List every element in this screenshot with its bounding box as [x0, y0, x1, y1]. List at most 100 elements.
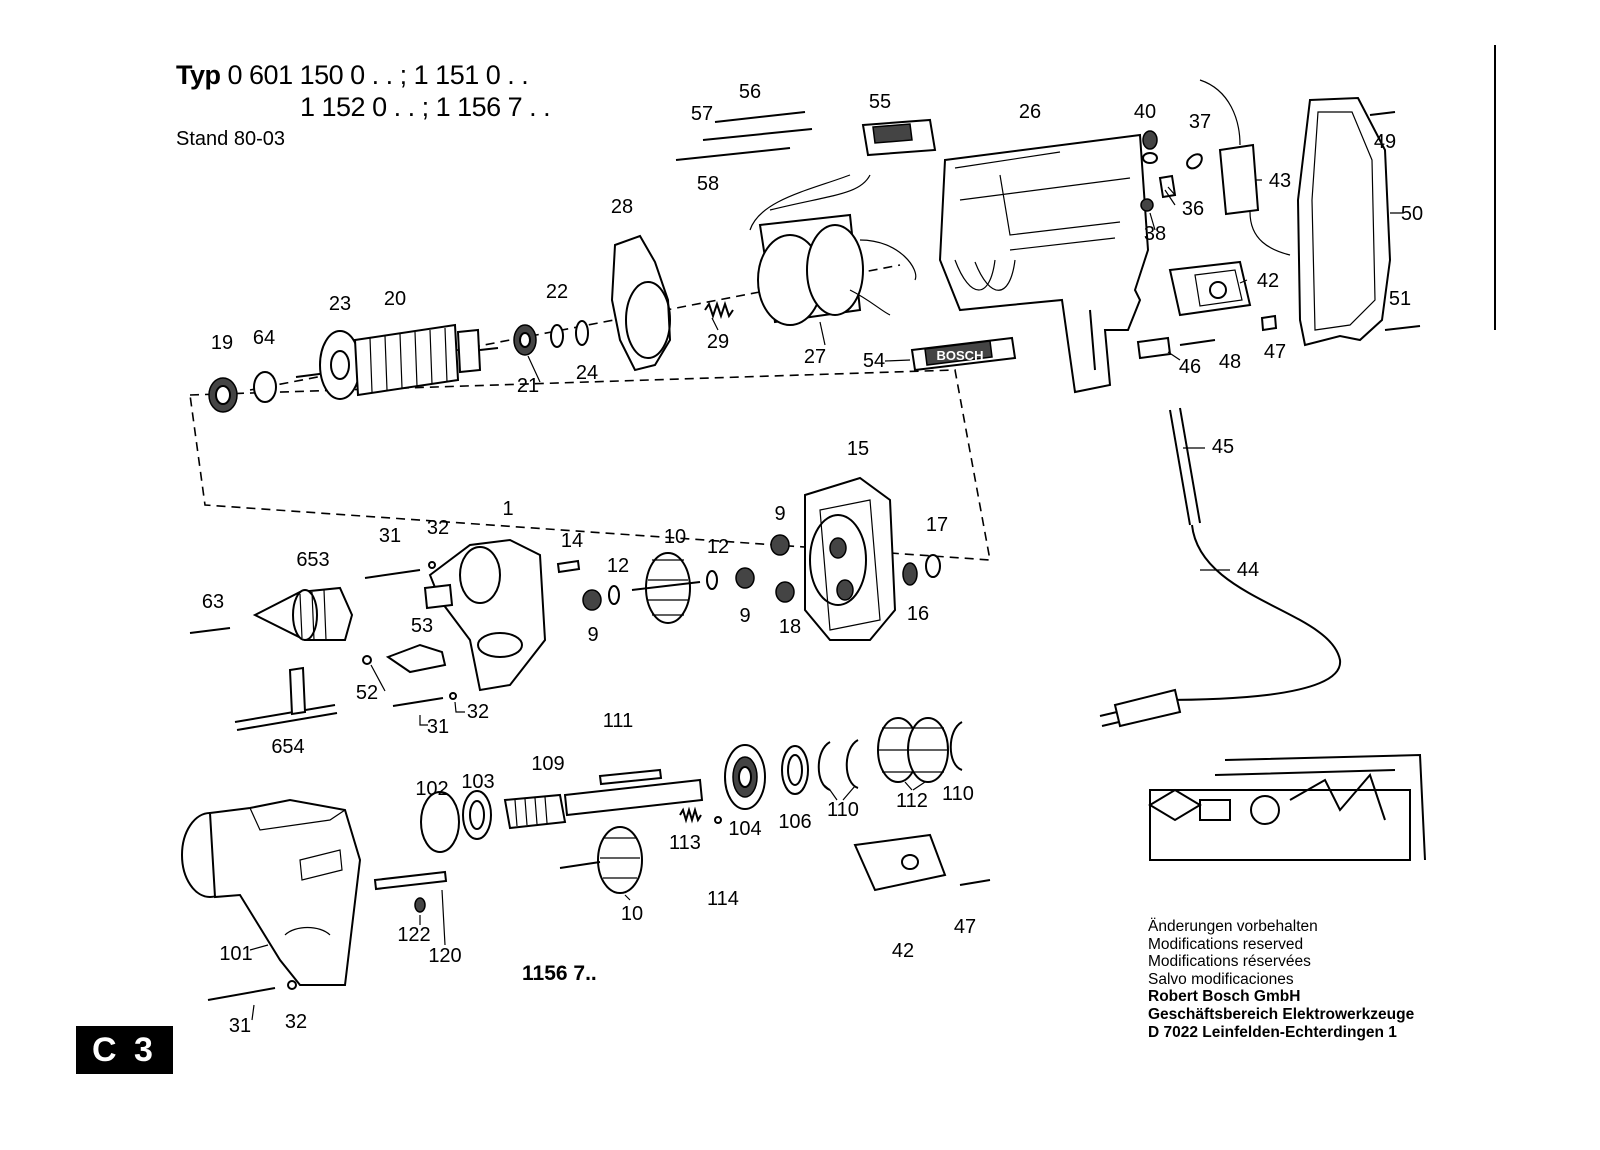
washer-12-left	[608, 585, 620, 605]
label-23: 23	[329, 293, 351, 315]
label-114: 114	[707, 888, 739, 910]
screw-31-upper	[364, 569, 421, 579]
screw-38	[1140, 198, 1154, 212]
label-21: 21	[517, 375, 539, 397]
label-654: 654	[271, 736, 304, 758]
note-spanish: Salvo modificaciones	[1148, 970, 1294, 988]
label-45: 45	[1212, 436, 1234, 458]
chuck-653	[252, 586, 354, 641]
power-cable	[1099, 407, 1342, 728]
washer-32-lower	[449, 692, 457, 700]
bearing-16	[902, 562, 918, 586]
label-24: 24	[576, 362, 598, 384]
type-numbers-1: 0 601 150 0 . . ; 1 151 0 . .	[227, 60, 529, 90]
variant-label: 1156 7..	[522, 962, 597, 985]
label-12-left: 12	[607, 555, 629, 577]
label-55: 55	[869, 91, 891, 113]
gear-10-bottom	[559, 826, 643, 894]
screw-31-lower	[392, 697, 444, 707]
switch-cap-55	[861, 118, 937, 157]
label-29: 29	[707, 331, 729, 353]
bearing-9-right	[735, 567, 755, 589]
rod-56	[714, 111, 806, 123]
label-1: 1	[502, 498, 513, 520]
rod-57	[702, 128, 813, 141]
rod-58	[675, 147, 791, 161]
label-14: 14	[561, 530, 583, 552]
gear-10-middle	[631, 552, 701, 624]
capacitor-43	[1199, 79, 1291, 256]
label-49: 49	[1374, 131, 1396, 153]
screw-122	[414, 897, 426, 913]
label-20: 20	[384, 288, 406, 310]
label-12-right: 12	[707, 536, 729, 558]
label-32-upper: 32	[427, 517, 449, 539]
label-122: 122	[397, 924, 430, 946]
clamp-46	[1136, 336, 1172, 360]
wiring-schematic	[1148, 753, 1426, 861]
washer-17	[925, 554, 941, 578]
assembly-outline	[189, 369, 991, 561]
brand-plate-text: BOSCH	[937, 348, 984, 363]
pin-14	[556, 559, 581, 574]
typ-label: Typ	[176, 60, 221, 90]
switch-42-bottom	[853, 833, 947, 892]
label-104: 104	[728, 818, 761, 840]
label-120: 120	[428, 945, 461, 967]
label-112: 112	[896, 790, 928, 812]
label-16: 16	[907, 603, 929, 625]
washer-22	[550, 324, 564, 348]
washer-32-upper	[428, 561, 436, 569]
label-31-bottom: 31	[229, 1015, 251, 1037]
bearing-19	[208, 377, 238, 413]
label-19: 19	[211, 332, 233, 354]
screw-51	[1384, 325, 1421, 331]
label-10-middle: 10	[664, 526, 686, 548]
key-111	[598, 768, 663, 786]
circlip-110-a	[817, 741, 831, 791]
screw-47-bottom	[959, 879, 991, 886]
circlip-110-c	[949, 721, 963, 771]
label-17: 17	[926, 514, 948, 536]
type-line-1: Typ 0 601 150 0 . . ; 1 151 0 . .	[176, 60, 529, 91]
label-22: 22	[546, 281, 568, 303]
bearing-9-left	[582, 589, 602, 611]
note-english: Modifications reserved	[1148, 935, 1304, 953]
label-36: 36	[1182, 198, 1204, 220]
label-47-top: 47	[1264, 341, 1286, 363]
label-64: 64	[253, 327, 275, 349]
note-french: Modifications réservées	[1148, 953, 1311, 971]
spring-37	[1186, 153, 1203, 170]
label-9-top: 9	[774, 503, 785, 525]
label-31-lower: 31	[427, 716, 449, 738]
screw-52	[362, 655, 372, 665]
spring-113	[679, 806, 702, 824]
pin-120	[373, 870, 448, 891]
company-name: Robert Bosch GmbH	[1148, 988, 1301, 1006]
part-labels: 19 64 23 20 22 24 21 28 29 27 56 57 58 5…	[202, 81, 1423, 1037]
label-57: 57	[691, 103, 713, 125]
ring-106	[781, 745, 809, 795]
field-winding-27	[749, 174, 917, 326]
label-111: 111	[603, 710, 633, 732]
company-division: Geschäftsbereich Elektrowerkzeuge	[1148, 1005, 1415, 1023]
label-43: 43	[1269, 170, 1291, 192]
label-50: 50	[1401, 203, 1423, 225]
baffle-28	[610, 234, 672, 372]
label-31-upper: 31	[379, 525, 401, 547]
label-653: 653	[296, 549, 329, 571]
screw-49	[1369, 111, 1396, 116]
label-32-lower: 32	[467, 701, 489, 723]
company-address: D 7022 Leinfelden-Echterdingen 1	[1148, 1023, 1397, 1041]
label-102: 102	[415, 778, 448, 800]
label-103: 103	[461, 771, 494, 793]
label-37: 37	[1189, 111, 1211, 133]
label-28: 28	[611, 196, 633, 218]
label-48: 48	[1219, 351, 1241, 373]
notes-block: Änderungen vorbehalten Modifications res…	[1148, 918, 1414, 1041]
label-110-b: 110	[942, 783, 974, 805]
label-42-bottom: 42	[892, 940, 914, 962]
label-26: 26	[1019, 101, 1041, 123]
screw-47-top	[1260, 314, 1278, 332]
